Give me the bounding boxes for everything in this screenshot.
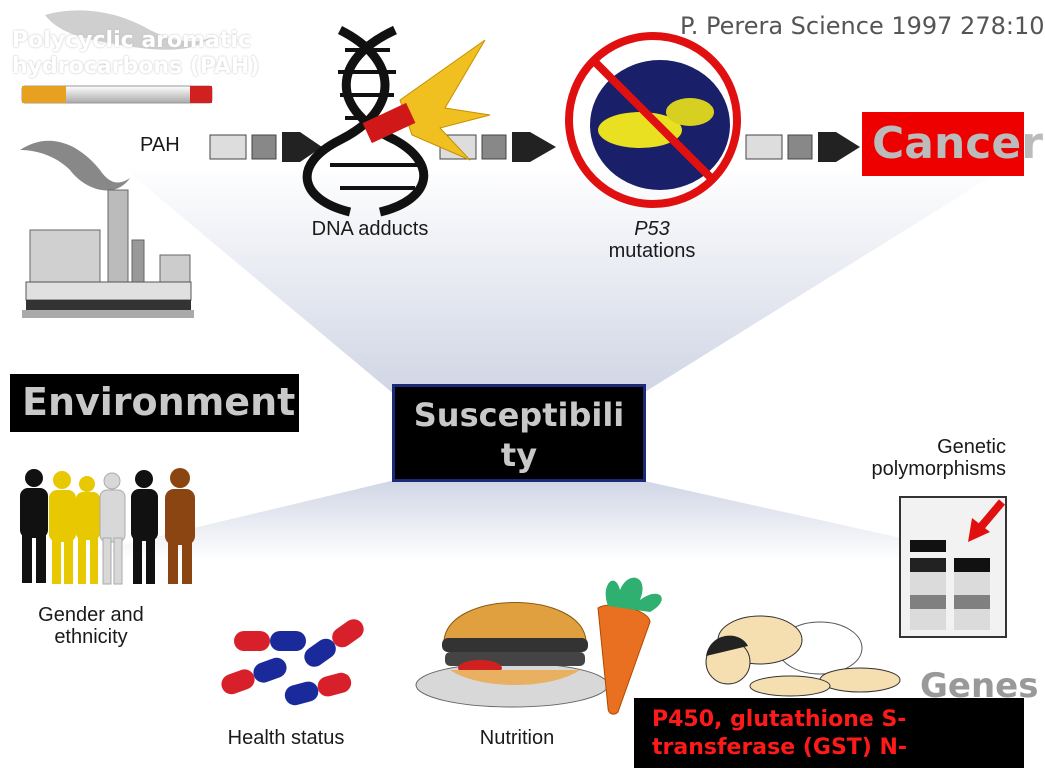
crowd-silhouettes-icon <box>20 468 195 585</box>
red-arrow-icon <box>968 499 1006 542</box>
overlay-title: Polycyclic aromatic hydrocarbons (PAH) <box>12 28 260 79</box>
adduct-burst-icon <box>362 39 491 161</box>
dna-helix-icon <box>302 25 429 217</box>
cigarette-icon <box>21 85 213 104</box>
citation: P. Perera Science 1997 278:10 <box>680 12 1045 40</box>
environment-label: Environment <box>22 380 296 424</box>
p53-label: P53 <box>634 218 670 240</box>
nutrition-label: Nutrition <box>479 727 555 749</box>
factory-icon <box>20 140 194 318</box>
gene-list-label: P450, glutathione S-transferase (GST) N- <box>652 707 908 760</box>
pill-capsules-icon <box>221 619 364 706</box>
susceptibility-box: Susceptibility <box>392 384 646 482</box>
pah-arrow-chain <box>209 132 322 162</box>
carrot-icon <box>597 577 662 715</box>
health-status-label: Health status <box>227 727 345 749</box>
upper-funnel <box>120 165 1010 395</box>
gene-list-box: P450, glutathione S-transferase (GST) N- <box>634 698 1024 768</box>
mutation-arrow-chain <box>745 132 860 162</box>
hamburger-icon <box>415 602 609 708</box>
p53-no-symbol-icon <box>565 32 741 208</box>
cancer-box: Cancer <box>862 112 1043 176</box>
cancer-label: Cancer <box>872 118 1043 169</box>
cigarette-smoke-icon <box>45 10 210 50</box>
susceptibility-label: Susceptibility <box>413 396 625 474</box>
genetic-polymorphisms-label: Genetic polymorphisms <box>871 436 1006 480</box>
environment-box: Environment <box>10 374 299 432</box>
lower-funnel <box>60 480 1000 560</box>
pah-label: PAH <box>140 134 180 156</box>
gender-ethnicity-label: Gender and ethnicity <box>38 604 144 648</box>
dna-adducts-label: DNA adducts <box>311 218 429 240</box>
mutations-label: mutations <box>608 240 696 262</box>
diagram-canvas <box>20 10 1010 715</box>
baby-icon <box>705 615 901 697</box>
